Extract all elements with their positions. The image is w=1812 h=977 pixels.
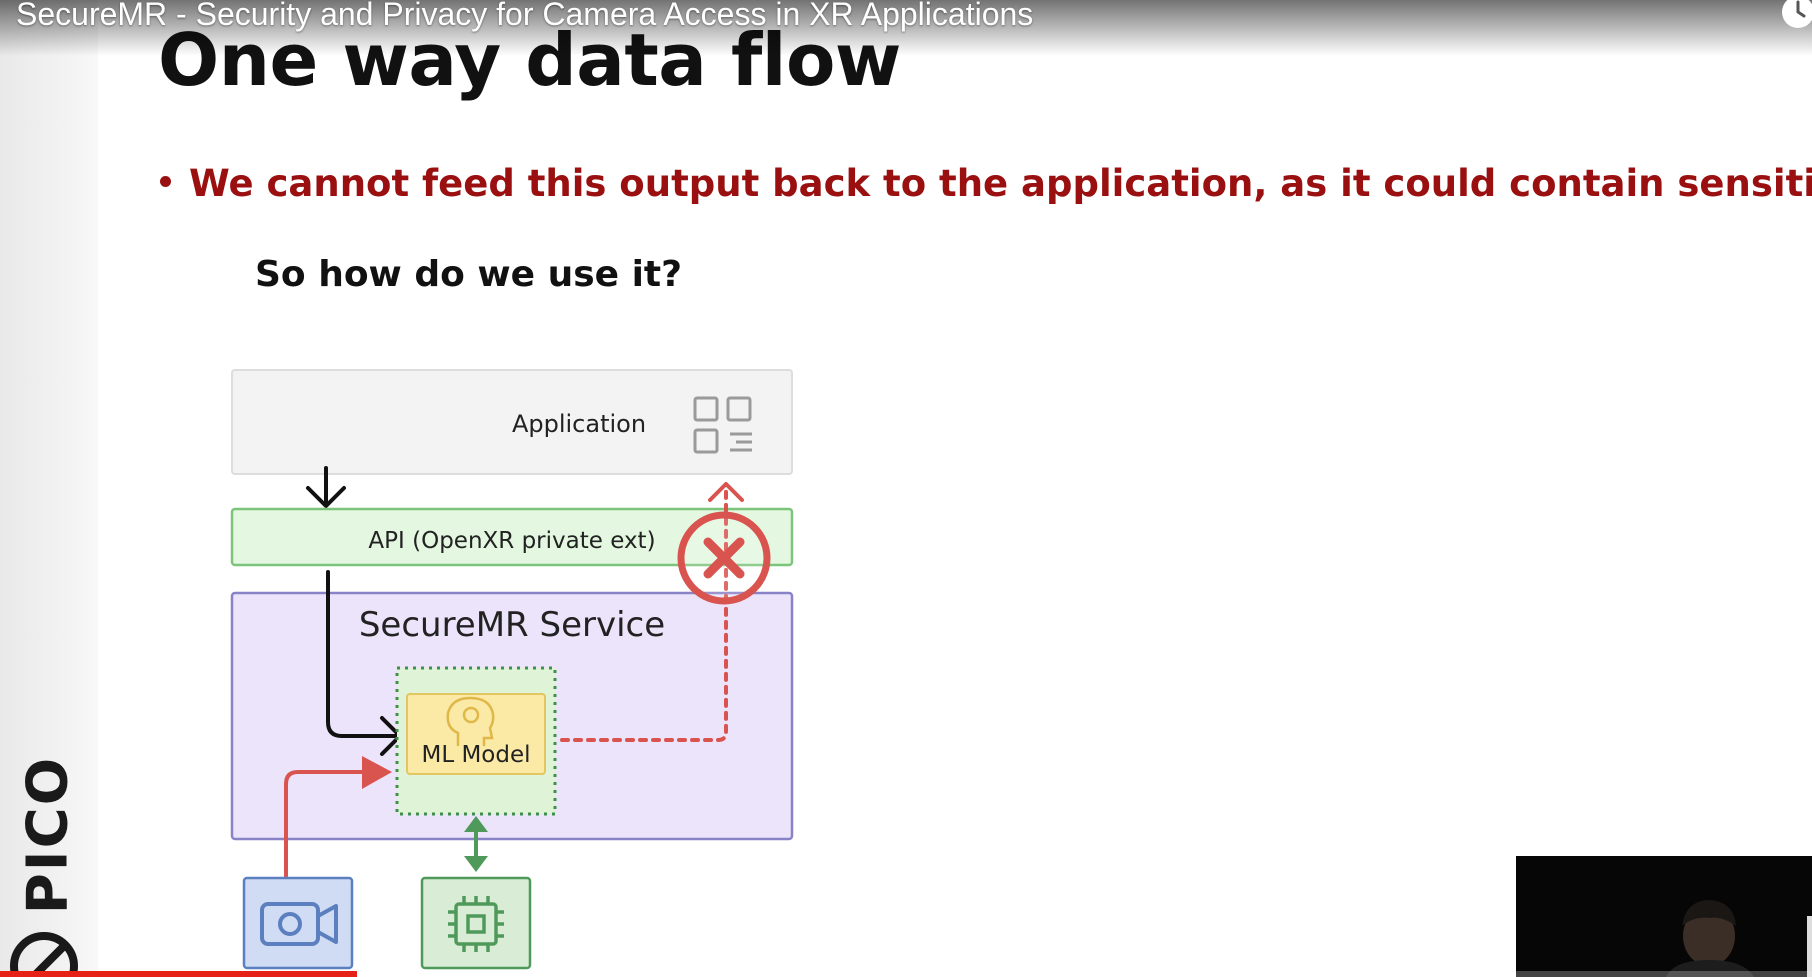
application-label: Application (512, 410, 646, 438)
bullet-point: We cannot feed this output back to the a… (160, 162, 1812, 205)
pico-logo-icon (10, 932, 78, 977)
cpu-chip-icon (448, 896, 504, 952)
pico-logo-text: PICO (15, 755, 81, 915)
slide-left-strip (0, 0, 98, 977)
processor-link-arrow (464, 816, 488, 872)
bullet-dot (160, 176, 171, 187)
ml-model-container: ML Model (395, 666, 557, 816)
clock-icon[interactable] (1772, 0, 1812, 34)
ml-model-label: ML Model (421, 742, 530, 768)
blocked-output-path (560, 484, 728, 742)
sub-question: So how do we use it? (255, 254, 683, 295)
api-label: API (OpenXR private ext) (368, 528, 655, 554)
video-camera-icon (260, 902, 338, 946)
request-arrow (306, 466, 346, 508)
presenter-silhouette (1516, 856, 1812, 977)
brain-head-icon (446, 696, 495, 747)
video-title[interactable]: SecureMR - Security and Privacy for Came… (16, 0, 1034, 32)
camera-box (242, 876, 354, 970)
processor-box (420, 876, 532, 970)
camera-input-arrow (284, 756, 392, 878)
service-label: SecureMR Service (359, 605, 665, 645)
video-progress-bar[interactable] (0, 971, 1812, 977)
blocked-x-icon (677, 511, 771, 605)
application-box: Application (231, 369, 793, 475)
presenter-webcam (1516, 856, 1812, 977)
video-progress-fill (0, 971, 357, 977)
blocked-output-arrowhead (708, 482, 744, 502)
bullet-text: We cannot feed this output back to the a… (189, 162, 1812, 205)
api-bar: API (OpenXR private ext) (230, 507, 794, 567)
apps-grid-icon (693, 396, 752, 454)
